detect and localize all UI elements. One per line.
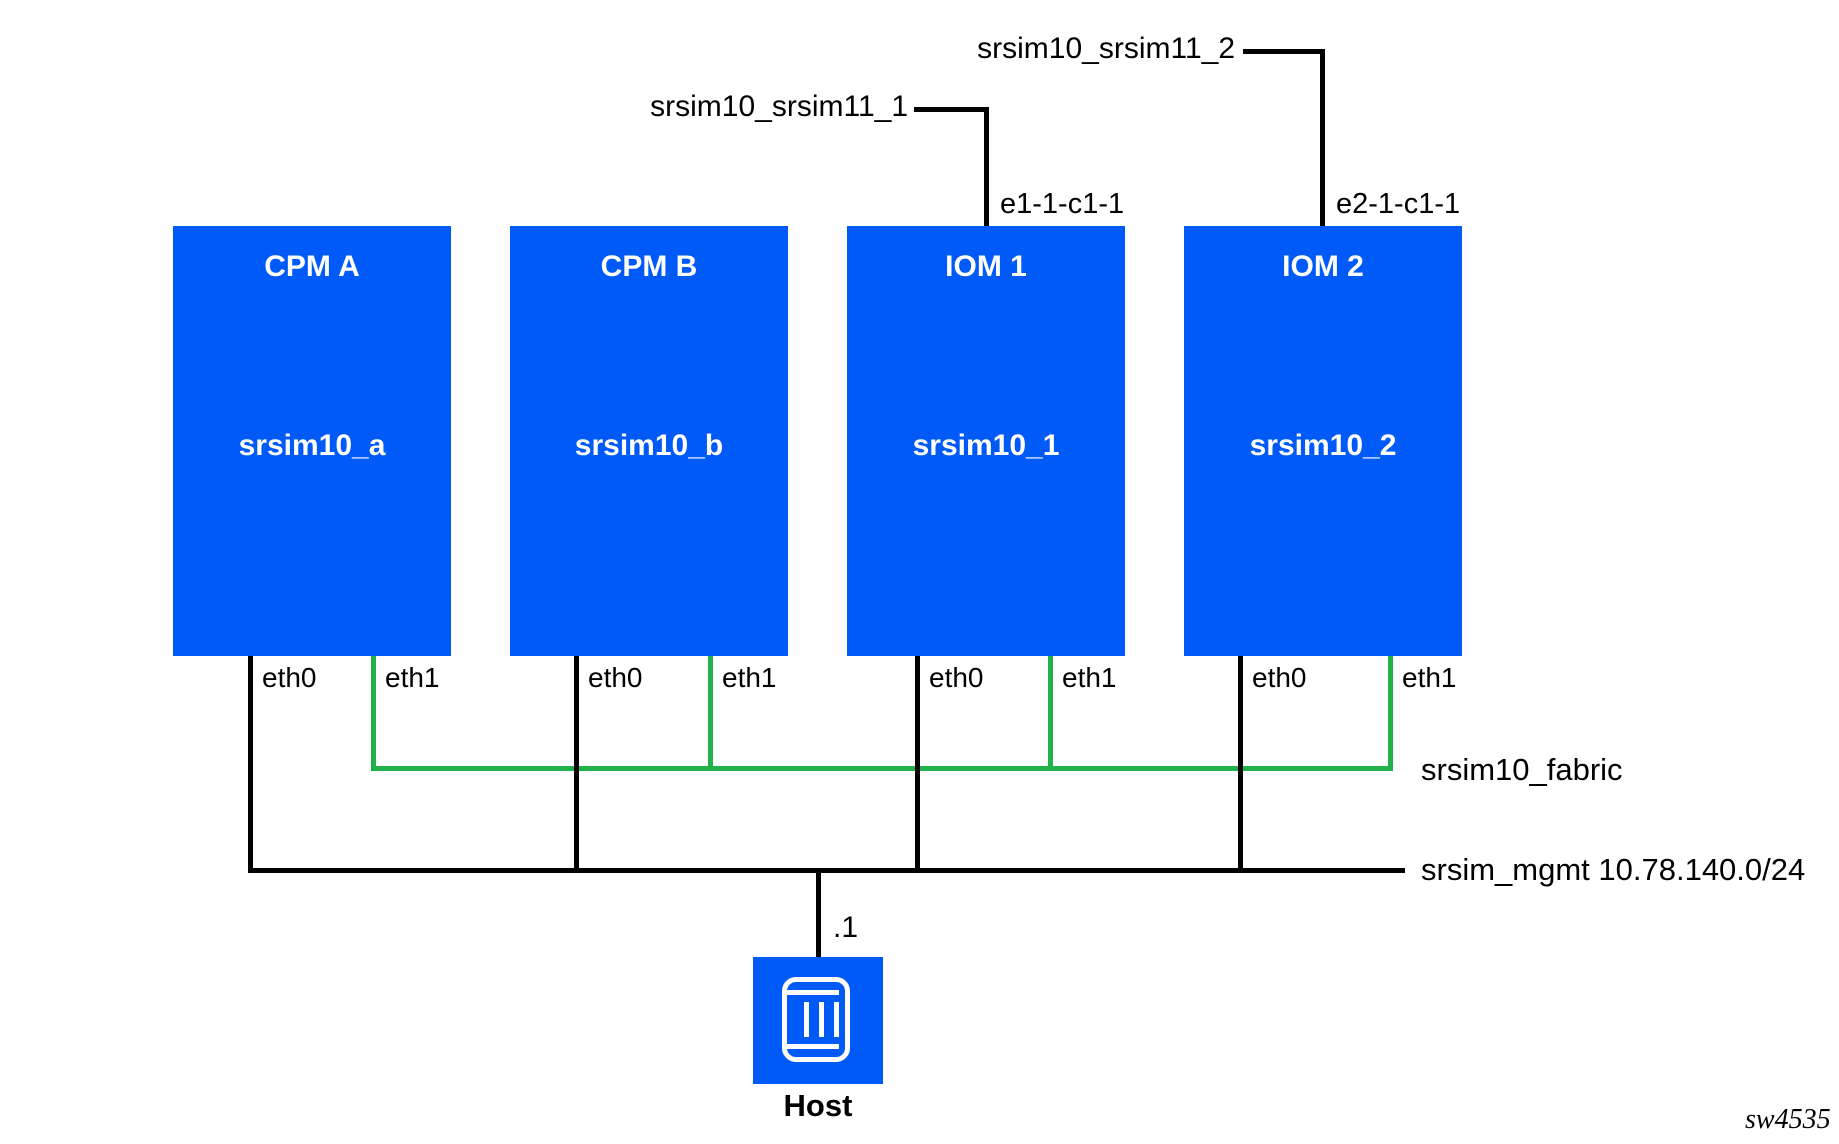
iom-2-eth1-label: eth1	[1402, 662, 1457, 693]
cpm-a-eth1-line	[371, 656, 376, 771]
server-icon-top-line	[787, 990, 839, 995]
uplink2-line-horizontal	[1243, 49, 1325, 54]
server-icon	[782, 977, 850, 1062]
iom-2-eth0-line	[1238, 656, 1243, 873]
iom-1-eth1-label: eth1	[1062, 662, 1117, 693]
node-title: IOM 1	[945, 250, 1027, 283]
host-link-line	[816, 870, 821, 958]
uplink1-label: srsim10_srsim11_1	[650, 90, 908, 123]
node-cpm-a: CPM A srsim10_a	[173, 226, 451, 656]
cpm-a-eth0-line	[248, 656, 253, 873]
node-title: CPM A	[264, 250, 360, 283]
iom-2-eth0-label: eth0	[1252, 662, 1307, 693]
uplink1-port-label: e1-1-c1-1	[1000, 188, 1125, 220]
uplink1-line-horizontal	[914, 107, 989, 112]
cpm-a-eth0-label: eth0	[262, 662, 317, 693]
iom-1-eth1-line	[1048, 656, 1053, 771]
uplink2-label: srsim10_srsim11_2	[977, 32, 1235, 65]
iom-1-eth0-line	[915, 656, 920, 873]
node-title: IOM 2	[1282, 250, 1364, 283]
server-icon-bar	[834, 1002, 839, 1037]
mgmt-network-label: srsim_mgmt 10.78.140.0/24	[1421, 852, 1806, 887]
host-box	[753, 957, 883, 1084]
node-cpm-b: CPM B srsim10_b	[510, 226, 788, 656]
node-name: srsim10_2	[1249, 429, 1397, 462]
mgmt-bus-line	[248, 868, 1405, 873]
server-icon-bar	[819, 1002, 824, 1037]
watermark: sw4535	[1745, 1104, 1831, 1135]
cpm-b-eth1-label: eth1	[722, 662, 777, 693]
server-icon-bottom-line	[787, 1044, 839, 1049]
node-name: srsim10_1	[912, 429, 1060, 462]
node-title: CPM B	[600, 250, 698, 283]
host-ip-label: .1	[833, 911, 859, 944]
cpm-b-eth0-line	[574, 656, 579, 873]
node-name: srsim10_b	[574, 429, 724, 462]
node-iom-2: IOM 2 srsim10_2	[1184, 226, 1462, 656]
node-iom-1: IOM 1 srsim10_1	[847, 226, 1125, 656]
uplink1-line-vertical	[984, 107, 989, 228]
server-icon-bar	[804, 1002, 809, 1037]
node-name: srsim10_a	[238, 429, 386, 462]
iom-2-eth1-line	[1388, 656, 1393, 771]
fabric-bus-line	[371, 766, 1393, 771]
uplink2-port-label: e2-1-c1-1	[1336, 188, 1461, 220]
cpm-b-eth1-line	[708, 656, 713, 771]
host-label: Host	[783, 1088, 853, 1123]
iom-1-eth0-label: eth0	[929, 662, 984, 693]
fabric-network-label: srsim10_fabric	[1421, 752, 1623, 787]
uplink2-line-vertical	[1320, 49, 1325, 228]
cpm-a-eth1-label: eth1	[385, 662, 440, 693]
cpm-b-eth0-label: eth0	[588, 662, 643, 693]
